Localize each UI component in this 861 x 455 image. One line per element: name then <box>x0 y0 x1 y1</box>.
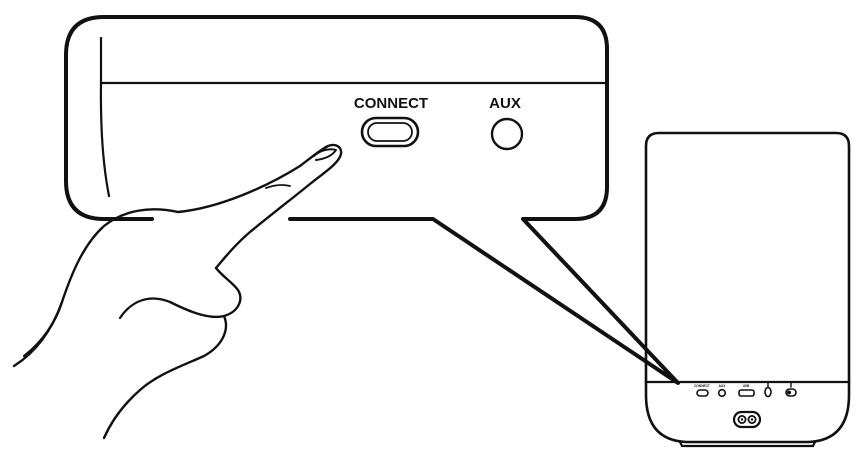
service-port-icon <box>764 382 772 398</box>
aux-label: AUX <box>489 95 521 112</box>
callout-outline <box>102 15 680 385</box>
fingernail <box>313 148 337 161</box>
connect-button-icon <box>360 116 420 148</box>
curled-finger <box>168 266 242 319</box>
speaker-base <box>644 380 851 444</box>
palm-underside <box>102 314 228 440</box>
power-port-icon <box>732 410 762 429</box>
usb-port-icon <box>738 389 755 397</box>
index-finger <box>176 143 343 270</box>
speaker-body <box>644 131 851 384</box>
speaker-unit: CONNECT AUX USB <box>644 131 851 448</box>
power-switch-icon <box>785 382 797 397</box>
callout-outline-left <box>64 15 154 221</box>
speaker-aux-label: AUX <box>719 384 727 388</box>
speaker-foot <box>678 440 817 448</box>
callout-bubble: CONNECT AUX <box>64 15 680 385</box>
panel-side-edge <box>99 36 111 198</box>
speaker-aux-jack-icon <box>717 388 727 398</box>
connect-label: CONNECT <box>354 95 428 112</box>
aux-jack-icon <box>490 117 524 151</box>
finger-crease <box>265 184 291 189</box>
speaker-connect-button-icon <box>696 389 709 397</box>
wrist-line <box>22 300 64 358</box>
thumb <box>118 297 172 320</box>
speaker-connect-label: CONNECT <box>694 384 710 388</box>
speaker-usb-label: USB <box>743 384 750 388</box>
hand-pointer-icon <box>12 143 343 440</box>
